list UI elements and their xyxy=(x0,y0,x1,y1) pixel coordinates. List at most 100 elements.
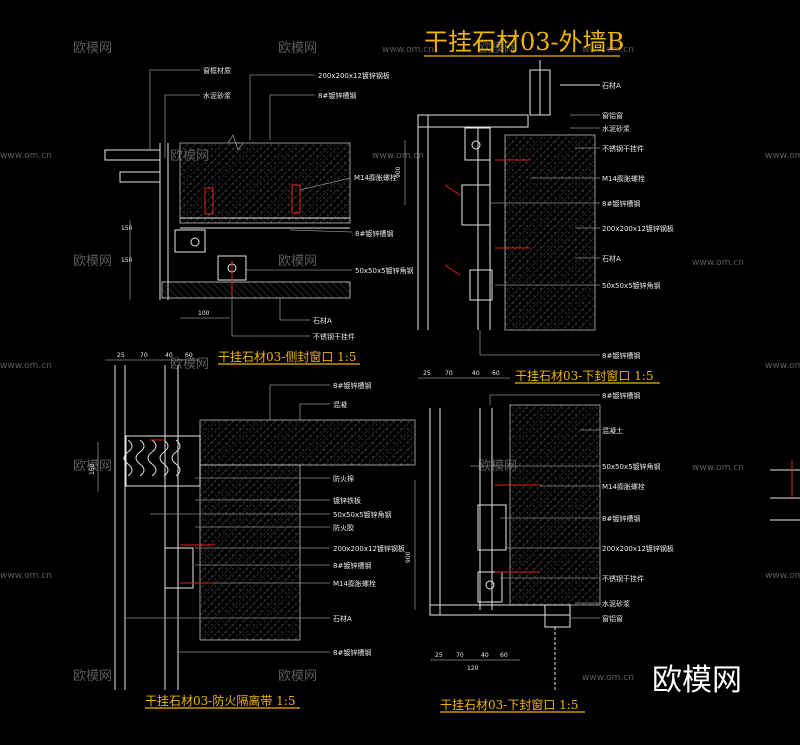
label-mortar: 水泥砂浆 xyxy=(203,91,231,100)
label-iron-sheet: 镀锌铁板 xyxy=(333,496,361,505)
dim-value: 60 xyxy=(492,370,500,377)
label-mortar: 水泥砂浆 xyxy=(602,599,630,608)
watermark-site: www.om.cn xyxy=(692,258,744,268)
label-stone: 石材A xyxy=(602,81,621,90)
watermark-brand: 欧模网 xyxy=(170,357,209,372)
stone-top xyxy=(417,114,529,128)
label-channel: 8#镀锌槽钢 xyxy=(602,199,640,208)
label-window: 窗铝窗 xyxy=(602,614,623,623)
dim-value: 60 xyxy=(500,652,508,659)
watermark-site: www.om.cn xyxy=(582,673,634,683)
window-frame xyxy=(544,604,571,628)
dim-value: 60 xyxy=(185,352,193,359)
label-concrete: 混凝土 xyxy=(602,426,623,435)
label-angle: 50x50x5镀锌角钢 xyxy=(333,510,392,519)
label-steel-plate: 200x200x12镀锌钢板 xyxy=(602,544,674,553)
label-channel: 8#镀锌槽钢 xyxy=(333,381,371,390)
label-hanger: 不锈钢干挂件 xyxy=(602,144,644,153)
leader xyxy=(269,94,315,140)
stone-a-slab xyxy=(161,281,351,299)
watermarks: 欧模网 欧模网 欧模网 www.om.cn www.om.cn www.om.c… xyxy=(0,41,800,684)
label-steel-plate: 200x200x12镀锌钢板 xyxy=(318,71,390,80)
leader xyxy=(289,229,353,233)
bolt-icon xyxy=(190,237,200,247)
detail-c-title-bottom: 干挂石材03-下封窗口 1:5 xyxy=(440,698,578,712)
stone-bottom xyxy=(429,604,571,616)
leader xyxy=(164,94,200,158)
watermark-site: www.om.cn xyxy=(765,361,800,371)
break-line xyxy=(180,134,350,151)
label-mortar: 水泥砂浆 xyxy=(602,124,630,133)
fire-wool xyxy=(123,439,181,477)
detail-c-title: 干挂石材03-下封窗口 1:5 xyxy=(515,369,653,383)
label-channel: 8#镀锌槽钢 xyxy=(318,91,356,100)
dim-value: 120 xyxy=(467,665,479,672)
leader xyxy=(489,394,600,405)
dim-value: 100 xyxy=(198,310,210,317)
label-channel: 8#镀锌槽钢 xyxy=(333,648,371,657)
channel-steel xyxy=(461,184,491,226)
detail-b: 900 石材A 窗铝窗 水泥砂浆 不锈钢干挂件 M14膨胀螺栓 8#镀锌槽钢 2… xyxy=(395,60,674,360)
watermark-site: www.om.cn xyxy=(765,151,800,161)
label-channel: 8#镀锌槽钢 xyxy=(602,391,640,400)
label-channel: 8#镀锌槽钢 xyxy=(333,561,371,570)
leader xyxy=(299,177,351,191)
watermark-site: www.om.cn xyxy=(0,361,52,371)
hanger-block xyxy=(477,571,503,603)
dim-value: 40 xyxy=(165,352,173,359)
dim-value: 70 xyxy=(140,352,148,359)
watermark-brand: 欧模网 xyxy=(73,669,112,684)
channel-steel xyxy=(164,547,194,589)
expansion-bolt xyxy=(204,187,214,215)
concrete-dots xyxy=(510,405,600,605)
label-window-frame: 窗框材质 xyxy=(203,66,231,75)
dim-value: 40 xyxy=(481,652,489,659)
label-bolt: M14膨胀螺栓 xyxy=(602,174,645,183)
leader xyxy=(249,74,315,140)
watermark-brand: 欧模网 xyxy=(478,459,517,474)
detail-d-title: 干挂石材03-防火隔离带 1:5 xyxy=(145,693,295,708)
leader xyxy=(149,69,200,150)
label-bolt: M14膨胀螺栓 xyxy=(602,482,645,491)
watermark-brand: 欧模网 xyxy=(278,669,317,684)
watermark-site: www.om.cn xyxy=(0,151,52,161)
label-channel: 8#镀锌槽钢 xyxy=(355,229,393,238)
dim-value: 25 xyxy=(117,352,125,359)
channel-steel xyxy=(174,229,206,253)
leader xyxy=(279,298,310,321)
concrete-dots xyxy=(505,135,595,330)
watermark-brand: 欧模网 xyxy=(278,41,317,56)
dim-value: 70 xyxy=(445,370,453,377)
label-steel-plate: 200x200x12镀锌钢板 xyxy=(333,544,405,553)
detail-a: 150 150 100 窗框材质 水泥砂浆 200x200x12镀锌钢板 8#镀… xyxy=(104,66,414,365)
dim-value: 25 xyxy=(435,652,443,659)
dim-value: 70 xyxy=(456,652,464,659)
anchor-red xyxy=(444,184,461,196)
dim-value: 150 xyxy=(89,463,96,475)
leader xyxy=(479,330,600,356)
window-frame xyxy=(104,149,161,161)
dim-value: 150 xyxy=(121,225,133,232)
detail-d: 25 70 40 60 150 8#镀锌槽钢 混凝 防火棉 镀锌铁板 50x50… xyxy=(89,352,416,709)
detail-a-title: 干挂石材03-侧封窗口 1:5 xyxy=(218,350,356,364)
fire-wool-box xyxy=(125,435,201,487)
dim-value: 150 xyxy=(121,257,133,264)
leader xyxy=(231,296,310,337)
label-channel: 8#镀锌槽钢 xyxy=(602,351,640,360)
label-stone: 石材A xyxy=(313,316,332,325)
label-stone: 石材A xyxy=(333,614,352,623)
watermark-brand: 欧模网 xyxy=(478,41,517,56)
label-fire-wool: 防火棉 xyxy=(333,474,354,483)
channel-steel xyxy=(477,504,507,551)
watermark-site: www.om.cn xyxy=(692,463,744,473)
bolt-icon xyxy=(471,140,481,150)
concrete-dots xyxy=(180,143,350,223)
anchor-red xyxy=(444,264,461,276)
partial-detail-right xyxy=(770,460,800,521)
label-channel: 8#镀锌槽钢 xyxy=(602,514,640,523)
leader xyxy=(299,403,330,420)
concrete-dots xyxy=(200,420,415,465)
watermark-site: www.om.cn xyxy=(765,571,800,581)
watermark-brand: 欧模网 xyxy=(73,459,112,474)
